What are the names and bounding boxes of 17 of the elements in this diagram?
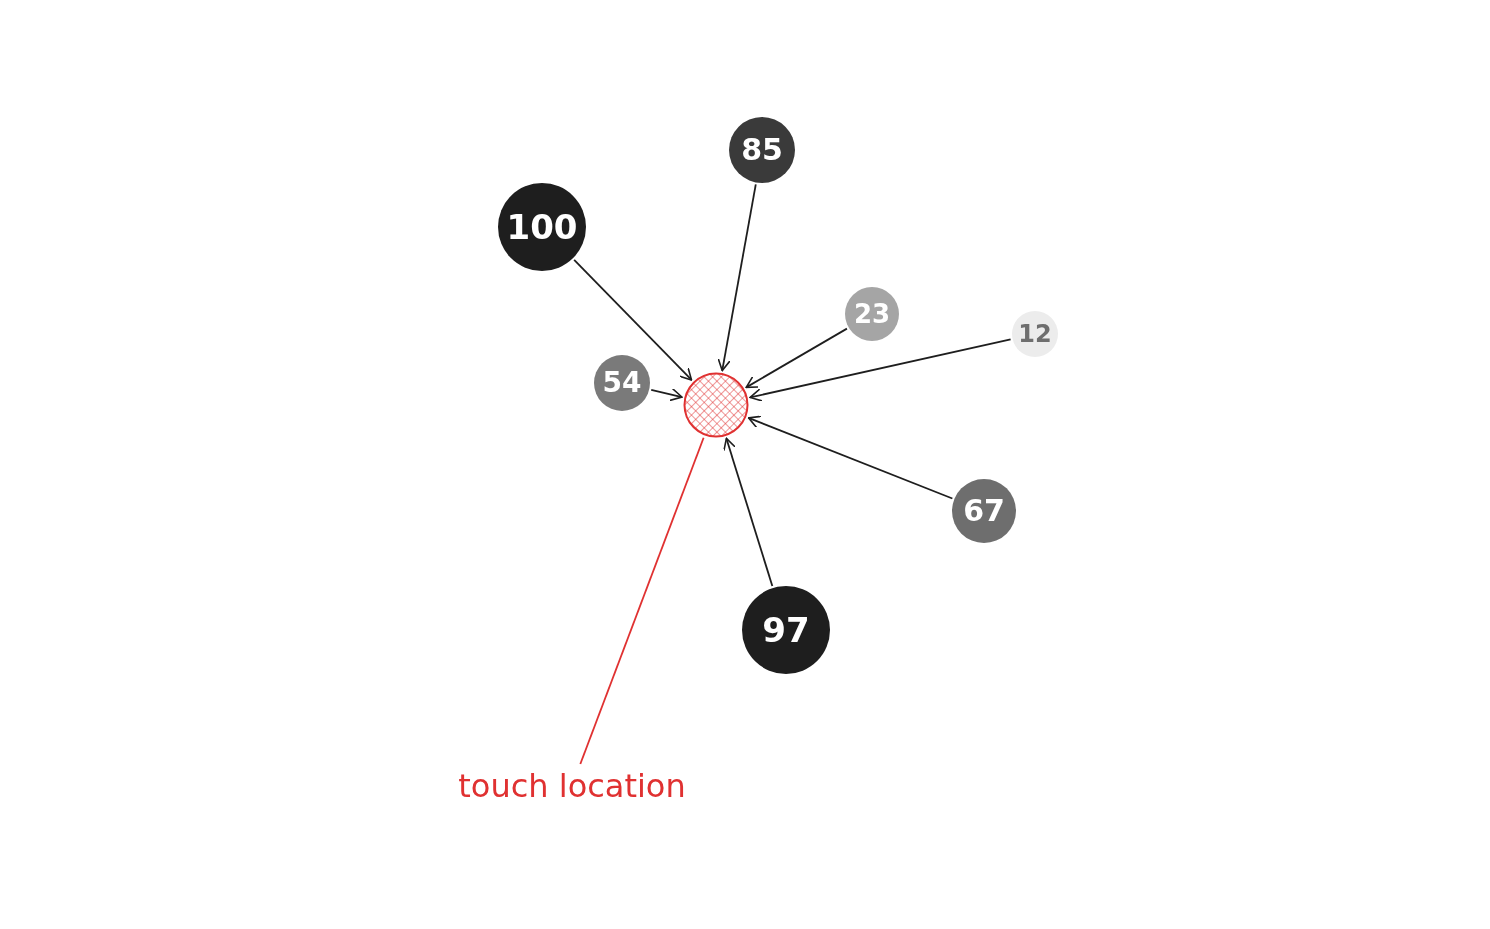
arrow xyxy=(745,327,848,389)
score-circle: 97 xyxy=(742,586,830,674)
callout-label: touch location xyxy=(458,767,686,805)
score-circle: 23 xyxy=(845,287,899,341)
leader-line xyxy=(579,436,705,765)
arrow xyxy=(573,259,693,381)
score-circle: 85 xyxy=(729,117,795,183)
arrow xyxy=(749,338,1012,402)
arrow xyxy=(650,387,683,402)
score-circle: 12 xyxy=(1012,311,1058,357)
arrow xyxy=(723,437,774,587)
arrow xyxy=(747,415,954,500)
score-circle: 67 xyxy=(952,479,1016,543)
score-circle: 54 xyxy=(594,355,650,411)
touch-point-circle xyxy=(683,372,749,438)
arrow xyxy=(717,183,757,372)
score-circle: 100 xyxy=(498,183,586,271)
